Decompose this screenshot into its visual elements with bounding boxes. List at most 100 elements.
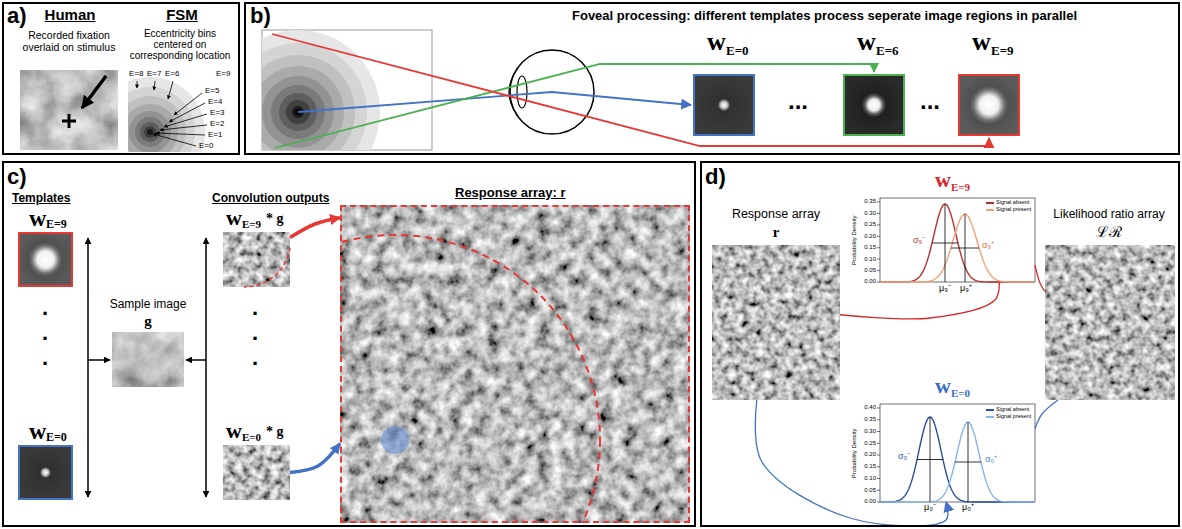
ring xyxy=(129,111,171,152)
leader-line xyxy=(168,81,173,99)
legend-text: Signal present xyxy=(996,414,1031,420)
mean-label: μ₉⁺ xyxy=(960,284,972,294)
template-image xyxy=(843,74,905,136)
ring xyxy=(128,77,205,152)
operator-label: * g xyxy=(266,211,284,226)
tick-label: 0.10 xyxy=(862,256,876,263)
ring xyxy=(262,66,344,150)
panel-title: Foveal processing: different templates p… xyxy=(572,9,1176,23)
panel-letter: b) xyxy=(250,4,271,28)
panel-letter: a) xyxy=(7,4,27,28)
template-tile: TemplateswE=9 xyxy=(18,232,73,287)
caption: Eccentricity bins centered on correspond… xyxy=(124,28,236,61)
image-title: Likelihood ratio array xyxy=(1040,208,1178,221)
tick-label: 0.00 xyxy=(862,498,876,505)
bin-label: E=6 xyxy=(165,70,179,79)
stimulus-noise xyxy=(20,70,118,150)
ellipsis-dot: . xyxy=(252,296,258,320)
ring xyxy=(262,55,355,150)
template-image xyxy=(693,74,755,136)
bin-label: E=2 xyxy=(210,120,224,129)
sigma-label: σ₉⁻ xyxy=(913,236,925,246)
legend-text: Signal absent xyxy=(996,407,1029,413)
leader-line xyxy=(160,125,207,130)
tick-label: 0.25 xyxy=(862,440,876,447)
convolution-noise xyxy=(223,232,290,287)
tick-label: 0.20 xyxy=(862,233,876,240)
image-symbol: g xyxy=(100,313,196,330)
legend-sample xyxy=(986,209,994,211)
ring xyxy=(128,104,178,152)
column-heading: FSM xyxy=(151,7,213,24)
subscript: E=0 xyxy=(242,431,261,443)
ellipsis: ... xyxy=(788,88,808,114)
tick-label: 0.40 xyxy=(862,404,876,411)
legend-entry: Signal absent xyxy=(986,200,1029,206)
bin-leaders xyxy=(137,81,207,146)
chart-frame xyxy=(880,404,1035,502)
tick-label: 0.00 xyxy=(862,278,876,285)
template-tile: wE=9 xyxy=(958,74,1020,136)
operator-label: * g xyxy=(266,424,284,439)
bracket-arrow xyxy=(87,238,89,497)
bracket-arrow xyxy=(205,238,207,497)
tick-label: 0.10 xyxy=(862,475,876,482)
foveal-rings xyxy=(262,30,380,150)
bin-label: E=7 xyxy=(147,70,161,79)
chart-frame xyxy=(880,198,1035,282)
template-symbol: w xyxy=(29,205,46,231)
projection-line xyxy=(298,92,691,112)
convolution-output: Convolution outputswE=9* g xyxy=(223,232,290,287)
image-symbol: ℒℛ xyxy=(1040,224,1178,241)
subscript: E=9 xyxy=(991,44,1014,58)
mean-label: μ₀⁻ xyxy=(924,503,936,513)
ellipsis-dot: . xyxy=(252,321,258,345)
response-array: Response arrayr xyxy=(712,245,840,400)
template-symbol: w xyxy=(857,28,876,57)
bin-label: E=4 xyxy=(208,98,222,107)
ellipsis-dot: . xyxy=(42,346,48,370)
bin-label: E=5 xyxy=(205,87,219,96)
column-heading: Response array: r xyxy=(455,186,566,200)
template-tile: wE=6 xyxy=(843,74,905,136)
likelihood-noise xyxy=(1045,245,1175,400)
template-image xyxy=(18,445,73,500)
template-tile: wE=0 xyxy=(693,74,755,136)
column-heading: Human xyxy=(39,7,101,24)
ring xyxy=(262,43,367,150)
axis-ticks xyxy=(877,408,880,502)
leader-line xyxy=(137,81,138,88)
mean-label: μ₉⁻ xyxy=(939,284,951,294)
template-symbol: w xyxy=(935,168,951,192)
region-arc xyxy=(340,235,600,523)
sigma-label: σ₉⁺ xyxy=(982,241,994,251)
ring xyxy=(128,96,186,152)
ellipsis-dot: . xyxy=(42,296,48,320)
fixation-cross xyxy=(62,114,76,128)
ring xyxy=(262,30,380,150)
connector xyxy=(1035,400,1058,429)
bin-label: E=8 xyxy=(129,70,143,79)
mean-sd-lines xyxy=(917,417,981,502)
leader-line xyxy=(153,134,196,146)
caption: Recorded fixation overlaid on stimulus xyxy=(12,29,126,53)
bin-label: E=0 xyxy=(199,142,213,151)
tick-label: 0.15 xyxy=(862,463,876,470)
template-symbol: w xyxy=(226,419,242,443)
template-tile: wE=0 xyxy=(18,445,73,500)
mean-label: μ₀⁺ xyxy=(962,503,974,513)
axis-title: Probability Density xyxy=(851,215,858,265)
panel-box: b) Foveal processing: different templates… xyxy=(244,2,1180,155)
leader-line xyxy=(169,103,205,122)
legend-entry: Signal present xyxy=(986,414,1031,420)
panel-box: d)Response arrayrLikelihood ratio arrayℒ… xyxy=(700,161,1180,527)
connector xyxy=(840,282,999,319)
connector xyxy=(290,218,340,238)
legend-sample xyxy=(986,409,994,411)
ring xyxy=(128,87,195,152)
template-symbol: w xyxy=(935,374,951,398)
eccentricity-rings xyxy=(128,77,205,152)
fixation-arrow xyxy=(82,76,106,108)
density-curve xyxy=(881,204,1034,282)
legend-text: Signal present xyxy=(996,207,1031,213)
